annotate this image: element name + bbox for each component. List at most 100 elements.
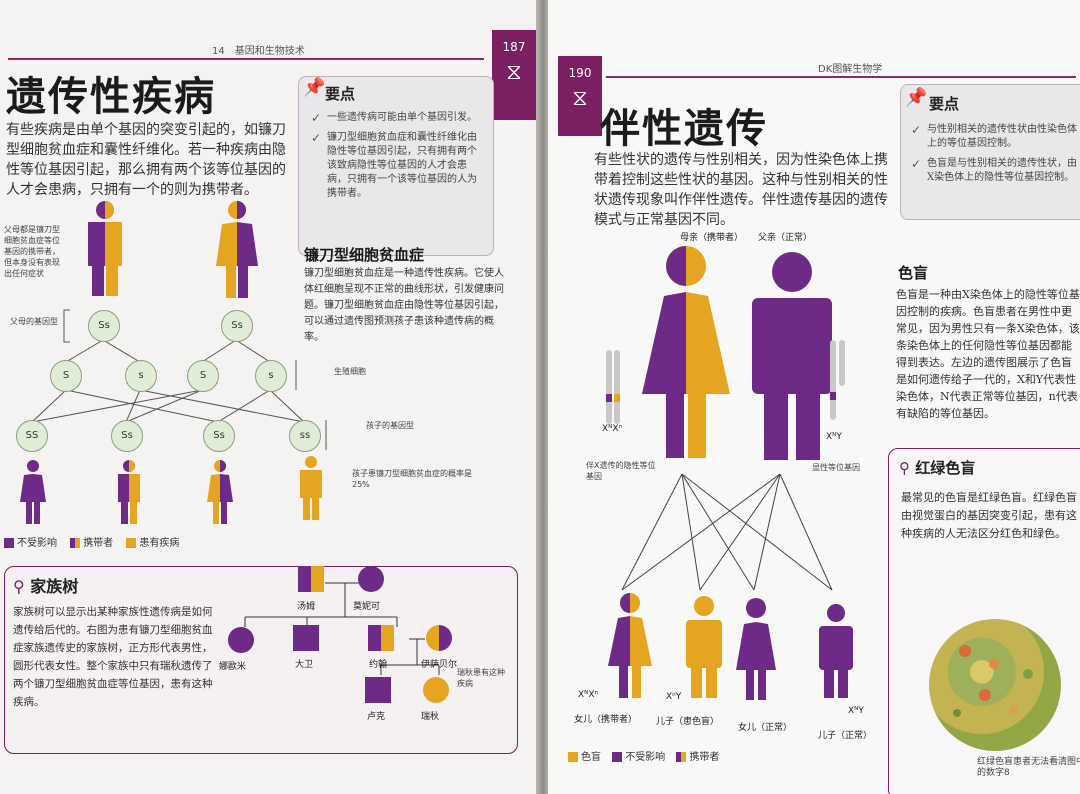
- label-parent-genotype: 父母的基因型: [10, 317, 58, 326]
- daughter-normal-figure: [736, 598, 776, 700]
- page-title: 遗传性疾病: [6, 74, 216, 120]
- rachel-symbol: [423, 677, 449, 703]
- pushpin-icon: 📌: [905, 87, 928, 108]
- family-tree-box: ⚲ 家族树 家族树可以显示出某种家族性遗传病是如何遗传给后代的。右图为患有镰刀型…: [4, 566, 518, 754]
- child-label: 女儿（携带者）: [574, 715, 638, 725]
- label-child-genotype: 孩子的基因型: [366, 421, 414, 430]
- child-genotype: XᴺXⁿ: [578, 690, 599, 700]
- colorblind-text: 色盲是一种由X染色体上的隐性等位基因控制的疾病。色盲患者在男性中更常见，因为男性…: [896, 288, 1080, 420]
- keypoint-item: 一些遗传病可能由单个基因引发。: [311, 111, 485, 125]
- ishihara-plate: [929, 619, 1061, 751]
- magnifier-icon: ⚲: [13, 577, 25, 596]
- daughter-carrier-figure: [608, 593, 652, 698]
- inheritance-lines: [31, 309, 327, 450]
- legend-affected: 患有疾病: [139, 538, 180, 549]
- sickle-text: 镰刀型细胞贫血症是一种遗传性疾病。它使人体红细胞呈现不正常的曲线形状，引发健康问…: [304, 268, 504, 343]
- isabel-symbol: [426, 625, 452, 651]
- gamete-circle: S: [50, 360, 82, 392]
- name-tom: 汤姆: [297, 602, 316, 612]
- family-title-text: 家族树: [30, 577, 79, 596]
- pushpin-icon: 📌: [303, 77, 326, 98]
- name-rachel: 瑞秋: [421, 712, 440, 722]
- intro-text: 有些性状的遗传与性别相关，因为性染色体上携带着控制这些性状的基因。这种与性别相关…: [594, 152, 888, 228]
- note-dominant: 显性等位基因: [812, 463, 860, 472]
- name-john: 约翰: [369, 660, 388, 670]
- legend-carrier: 携带者: [83, 538, 114, 549]
- parent-male-figure: [88, 201, 122, 296]
- child-label: 女儿（正常）: [738, 723, 793, 733]
- name-naomi: 娜歐米: [219, 662, 247, 672]
- page-number: 187: [502, 40, 526, 54]
- intro-text: 有些疾病是由单个基因的突变引起的，如镰刀型细胞贫血症和囊性纤维化。若一种疾病由隐…: [6, 122, 286, 198]
- legend-unaffected: 不受影响: [17, 538, 57, 549]
- dna-icon: ⧖: [506, 60, 522, 85]
- father-label: 父亲（正常）: [758, 233, 813, 243]
- parent-genotype-circle: Ss: [221, 310, 253, 342]
- keypoints-box: 📌 要点 一些遗传病可能由单个基因引发。 镰刀型细胞贫血症和囊性纤维化由隐性等位…: [298, 76, 494, 256]
- david-symbol: [293, 625, 319, 651]
- john-symbol: [368, 625, 394, 651]
- child-label: 儿子（正常）: [818, 731, 873, 741]
- right-legend: 色盲 不受影响 携带者: [568, 748, 719, 763]
- mother-genotype: XᴺXⁿ: [602, 424, 623, 434]
- son-colorblind-figure: [686, 596, 722, 698]
- child-genotype-circle: SS: [16, 420, 48, 452]
- parent-female-figure: [216, 201, 258, 298]
- child-genotype-circle: Ss: [111, 420, 143, 452]
- sickle-title: 镰刀型细胞贫血症: [304, 246, 425, 264]
- rachel-note: 瑞秋患有这种疾病: [457, 668, 505, 688]
- dna-icon: ⧖: [572, 86, 588, 111]
- monique-symbol: [358, 566, 384, 592]
- note-recessive: 伴X遗传的隐性等位基因: [586, 461, 656, 481]
- keypoints-title: 要点: [929, 95, 960, 113]
- keypoint-item: 与性别相关的遗传性状由性染色体上的等位基因控制。: [911, 123, 1079, 151]
- label-gametes: 生殖细胞: [334, 367, 366, 376]
- father-genotype: XᴺY: [826, 432, 842, 442]
- page-number: 190: [568, 66, 592, 80]
- keypoints-list: 与性别相关的遗传性状由性染色体上的等位基因控制。 色盲是与性别相关的遗传性状，由…: [911, 123, 1079, 191]
- page-tab: 187 ⧖: [492, 30, 536, 120]
- legend-carrier: 携带者: [689, 752, 720, 763]
- keypoints-list: 一些遗传病可能由单个基因引发。 镰刀型细胞贫血症和囊性纤维化由隐性等位基因引起，…: [311, 111, 485, 207]
- running-head: DK图解生物学: [818, 64, 883, 75]
- cross-lines: [621, 473, 833, 591]
- left-page: 14 基因和生物技术 187 ⧖ 遗传性疾病 有些疾病是由单个基因的突变引起的，…: [0, 0, 540, 794]
- redgreen-box: ⚲ 红绿色盲 最常见的色盲是红绿色盲。红绿色盲由视觉蛋白的基因突变引起，患有这种…: [888, 448, 1080, 794]
- family-tree-lines: [244, 582, 440, 675]
- father-normal-figure: [752, 252, 832, 460]
- legend-unaffected: 不受影响: [625, 752, 666, 763]
- gamete-circle: S: [187, 360, 219, 392]
- parent-genotype-circle: Ss: [88, 310, 120, 342]
- child-carrier-figure: [118, 460, 140, 524]
- chromosome-xy-father: [830, 340, 845, 420]
- redgreen-text: 最常见的色盲是红绿色盲。红绿色盲由视觉蛋白的基因突变引起，患有这种疾病的人无法区…: [901, 491, 1077, 540]
- keypoints-title: 要点: [325, 85, 356, 103]
- gamete-circle: s: [125, 360, 157, 392]
- right-page: DK图解生物学 190 ⧖ 伴性遗传 有些性状的遗传与性别相关，因为性染色体上携…: [548, 0, 1080, 794]
- colorblind-title: 色盲: [898, 264, 929, 282]
- magnifier-icon: ⚲: [899, 459, 910, 477]
- label-probability: 孩子患镰刀型细胞贫血症的概率是25%: [352, 469, 472, 489]
- keypoint-item: 镰刀型细胞贫血症和囊性纤维化由隐性等位基因引起，只有拥有两个该致病隐性等位基因的…: [311, 131, 485, 201]
- child-genotype-circle: ss: [289, 420, 321, 452]
- parents-note: 父母都是镰刀型细胞贫血症等位基因的携带者，但本身没有表现出任何症状: [4, 225, 60, 278]
- page-title: 伴性遗传: [600, 106, 768, 152]
- child-genotype-circle: Ss: [203, 420, 235, 452]
- chromosome-xx-mother: [606, 350, 620, 424]
- family-tree-title: ⚲ 家族树: [13, 573, 78, 597]
- child-affected-figure: [300, 456, 322, 520]
- child-genotype: XⁿY: [666, 692, 682, 702]
- page-tab: 190 ⧖: [558, 56, 602, 136]
- mother-label: 母亲（携带者）: [680, 233, 744, 243]
- left-legend: 不受影响 携带者 患有疾病: [4, 534, 179, 549]
- name-monique: 莫妮可: [353, 602, 381, 612]
- son-normal-figure: [819, 604, 853, 698]
- child-carrier-figure: [207, 460, 233, 524]
- tom-symbol: [298, 566, 324, 592]
- redgreen-caption: 红绿色盲患者无法看清图中的数字8: [977, 757, 1080, 778]
- mother-carrier-figure: [642, 246, 730, 458]
- running-head: 14 基因和生物技术: [212, 46, 305, 57]
- gamete-circle: s: [255, 360, 287, 392]
- child-label: 儿子（患色盲）: [656, 717, 720, 727]
